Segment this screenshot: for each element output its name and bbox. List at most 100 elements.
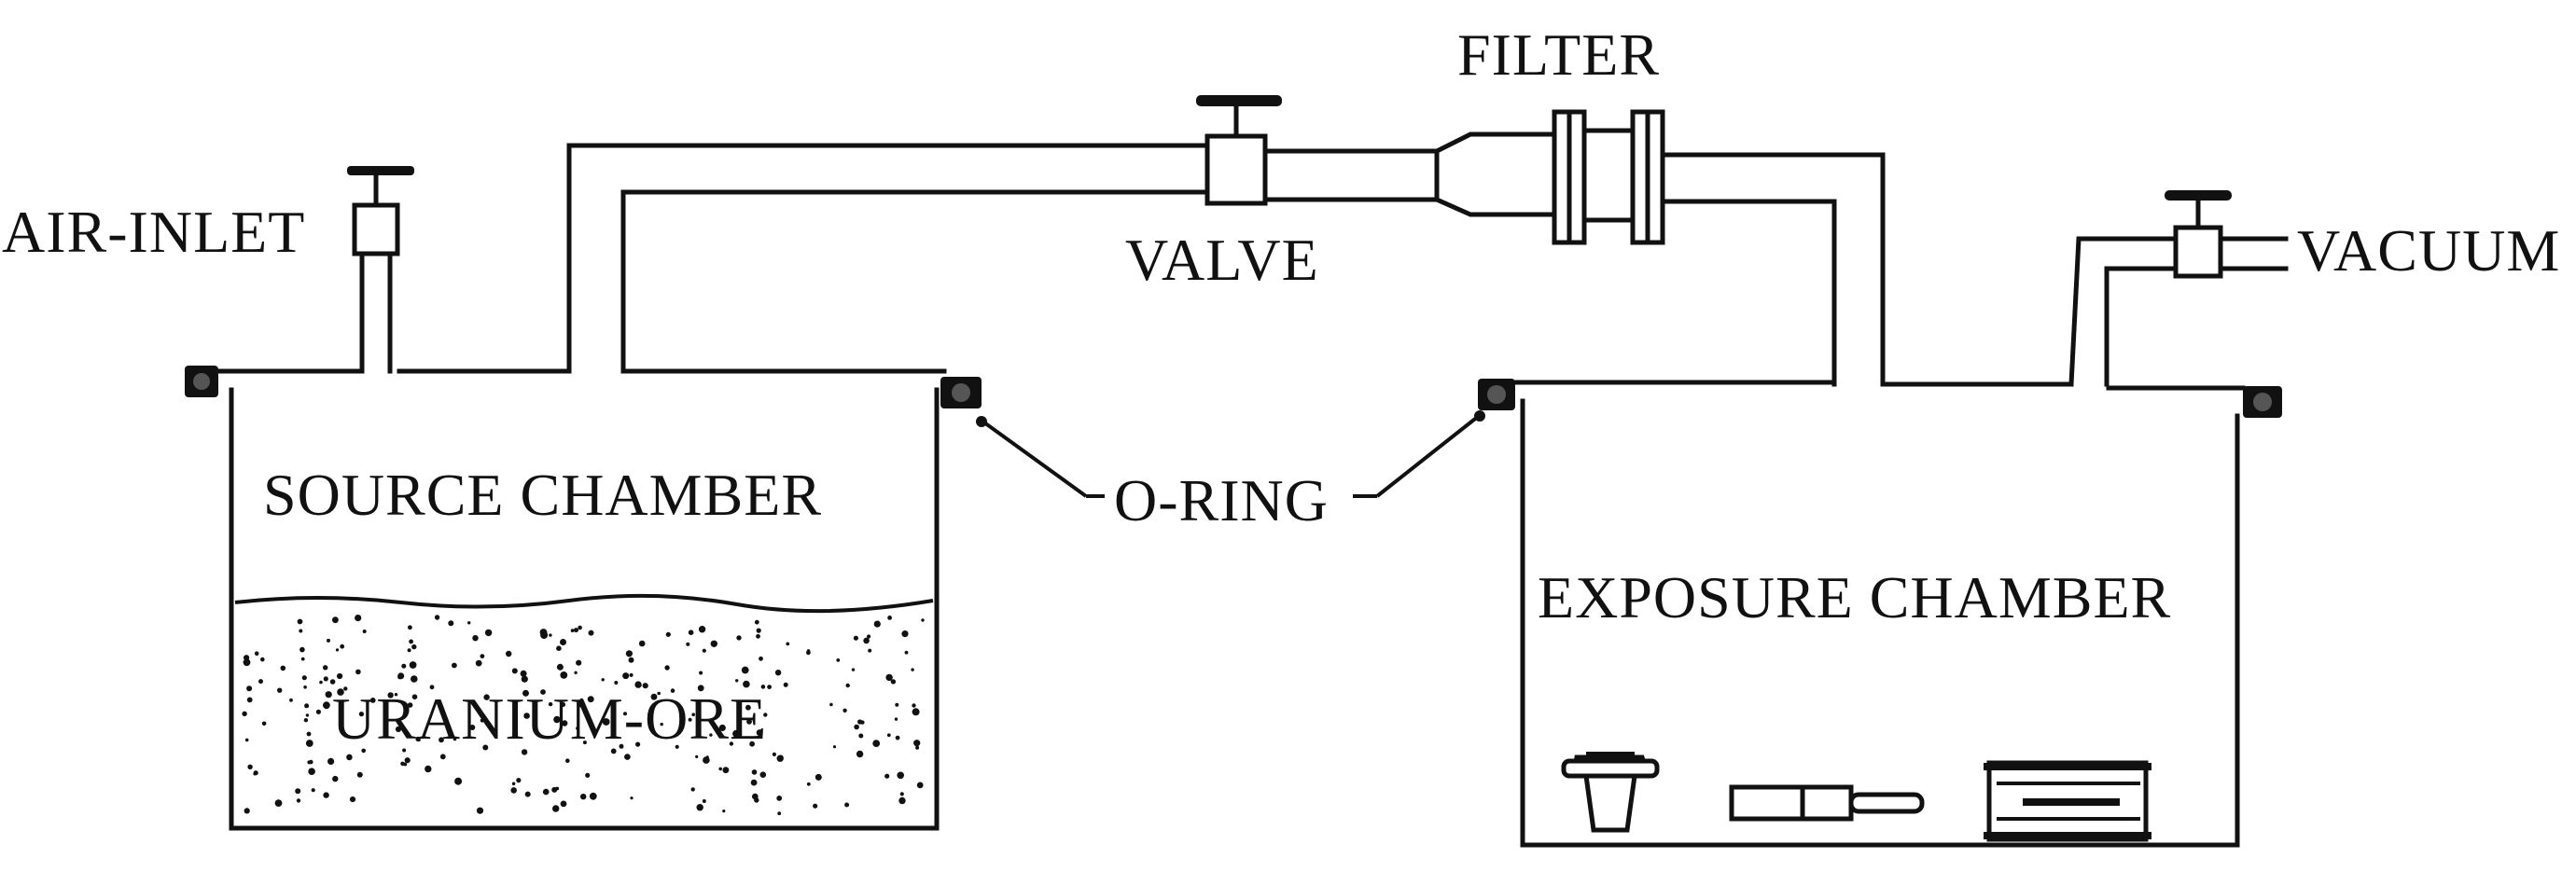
ore-speck [332, 775, 339, 782]
ore-speck [258, 679, 263, 685]
ore-speck [703, 756, 710, 764]
ore-speck [614, 681, 619, 685]
ore-speck [745, 704, 751, 711]
o-ring-leaders [976, 410, 1485, 498]
ore-speck [709, 733, 713, 737]
ore-speck [884, 773, 890, 779]
ore-speck [576, 727, 579, 730]
ore-speck [549, 633, 552, 637]
o-ring-label: O-RING [1114, 467, 1329, 533]
ore-speck [886, 733, 891, 738]
ore-speck [280, 665, 286, 671]
filter-label: FILTER [1457, 21, 1660, 88]
ore-speck [629, 672, 634, 677]
ore-speck [829, 702, 833, 707]
ore-speck [660, 722, 663, 727]
ore-speck [325, 691, 332, 699]
ore-speck [710, 640, 717, 647]
ore-speck [634, 681, 642, 688]
ore-speck [695, 754, 699, 759]
ore-speck [400, 761, 405, 767]
ore-speck [867, 634, 871, 639]
valve-label: VALVE [1125, 227, 1319, 293]
o-ring-seal-exposure-left [1478, 379, 1515, 410]
ore-speck [243, 658, 251, 667]
ore-speck [860, 720, 865, 725]
ore-speck [890, 679, 897, 685]
ore-speck [511, 782, 516, 786]
ore-speck [548, 701, 553, 707]
ore-speck [576, 659, 582, 666]
ore-speck [511, 668, 518, 674]
ore-speck [484, 629, 493, 637]
ore-speck [759, 656, 763, 661]
ore-speck [553, 715, 561, 724]
ore-speck [754, 619, 759, 625]
ore-speck [407, 702, 413, 708]
ore-speck [732, 729, 740, 738]
ore-speck [452, 662, 457, 669]
ore-speck [751, 769, 758, 775]
ore-speck [776, 796, 783, 801]
ore-speck [277, 687, 283, 693]
ore-speck [356, 771, 363, 778]
ore-speck [619, 743, 624, 749]
ore-speck [743, 680, 750, 688]
sample-box-detector [1984, 760, 2151, 842]
ore-speck [601, 678, 605, 682]
ore-speck [767, 685, 772, 689]
ore-speck [304, 703, 310, 709]
ore-speck [885, 673, 893, 682]
ore-speck [718, 767, 722, 771]
ore-speck [327, 757, 335, 766]
ore-speck [756, 628, 761, 633]
ore-speck [301, 675, 307, 681]
ore-speck [783, 682, 788, 687]
ore-speck [303, 685, 307, 689]
ore-speck [305, 713, 310, 717]
ore-speck [729, 741, 734, 746]
ore-speck [638, 640, 646, 647]
ore-speck [851, 668, 856, 671]
ore-speck [578, 625, 582, 630]
ore-speck [894, 717, 898, 721]
ore-speck [887, 616, 892, 620]
ore-speck [585, 772, 591, 778]
ore-speck [873, 620, 881, 628]
ore-speck [299, 646, 305, 653]
ore-speck [562, 720, 568, 727]
ore-speck [696, 804, 703, 811]
ore-speck [698, 626, 706, 633]
ore-speck [297, 618, 303, 625]
ore-speck [897, 771, 904, 780]
ore-speck [895, 735, 900, 741]
air-inlet-label: AIR-INLET [2, 199, 305, 265]
ore-speck [657, 691, 661, 696]
source-chamber-label: SOURCE CHAMBER [263, 462, 822, 528]
ore-speck [289, 698, 293, 702]
ore-speck [777, 811, 782, 816]
filter-housing [1434, 109, 2074, 387]
ore-speck [335, 648, 340, 652]
ore-speck [521, 749, 528, 755]
ore-speck [303, 718, 309, 723]
ore-speck [524, 791, 531, 797]
ore-speck [582, 741, 587, 745]
ore-speck [475, 659, 482, 667]
ore-speck [323, 792, 329, 798]
ore-speck [916, 782, 924, 789]
exposure-chamber-label: EXPOSURE CHAMBER [1538, 564, 2171, 630]
ore-speck [642, 683, 648, 689]
ore-speck [904, 650, 909, 655]
ore-speck [523, 713, 530, 719]
ore-speck [319, 680, 323, 685]
ore-speck [439, 737, 444, 743]
ore-speck [355, 615, 362, 622]
ore-speck [516, 778, 522, 783]
ore-speck [588, 630, 594, 636]
ore-speck [323, 665, 328, 671]
ore-speck [404, 757, 411, 764]
ore-speck [845, 683, 850, 688]
ore-speck [623, 712, 627, 716]
ore-speck [750, 779, 758, 786]
